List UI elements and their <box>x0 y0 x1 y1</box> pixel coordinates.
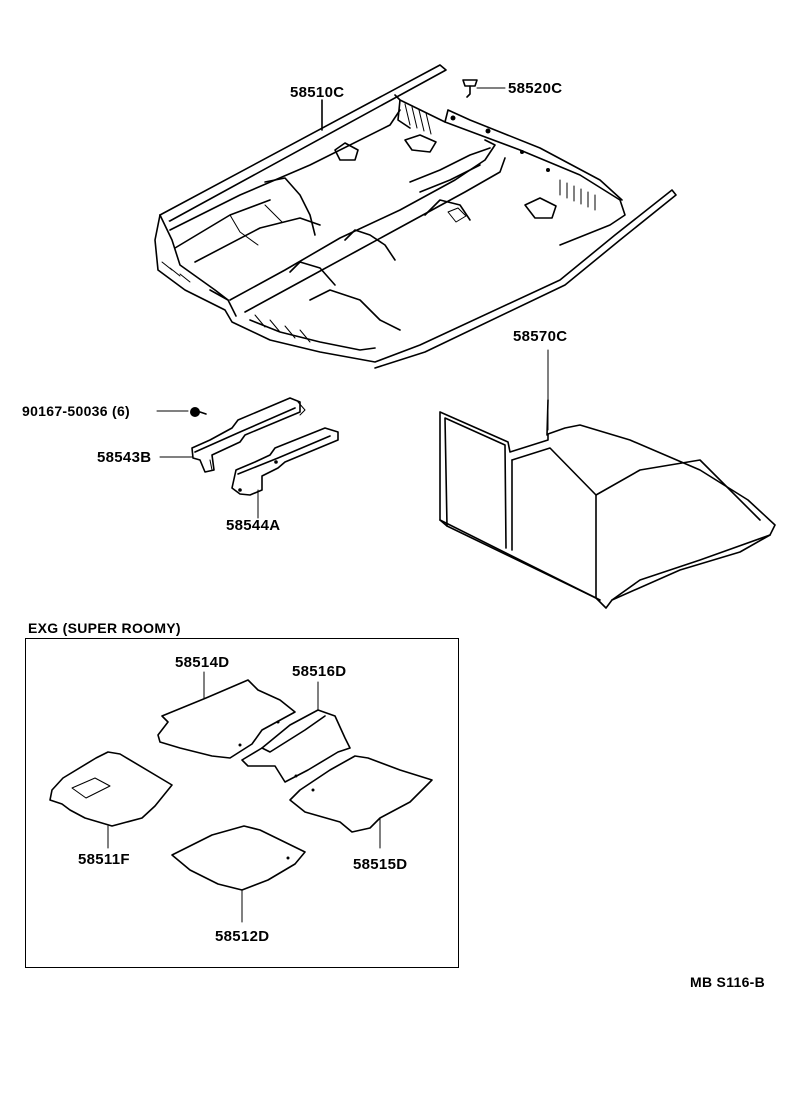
label-58510C[interactable]: 58510C <box>290 84 345 101</box>
label-58514D[interactable]: 58514D <box>175 654 230 671</box>
mat-58512D[interactable] <box>171 825 306 923</box>
floor-carpet-58510C[interactable] <box>154 64 677 369</box>
mat-58516D[interactable] <box>241 681 351 783</box>
luggage-mat-58570C[interactable] <box>439 349 776 609</box>
label-58515D[interactable]: 58515D <box>353 856 408 873</box>
mat-58514D[interactable] <box>157 671 296 759</box>
label-58512D[interactable]: 58512D <box>215 928 270 945</box>
label-58570C[interactable]: 58570C <box>513 328 568 345</box>
label-58544A[interactable]: 58544A <box>226 517 281 534</box>
label-90167-50036[interactable]: 90167-50036 (6) <box>22 403 131 419</box>
mat-58515D[interactable] <box>289 755 433 849</box>
section-title: EXG (SUPER ROOMY) <box>28 620 181 636</box>
exg-super-roomy-box <box>25 638 459 968</box>
clip-58520C[interactable] <box>462 79 506 98</box>
mat-58511F[interactable] <box>49 751 173 849</box>
label-58516D[interactable]: 58516D <box>292 663 347 680</box>
label-58520C[interactable]: 58520C <box>508 80 563 97</box>
label-58511F[interactable]: 58511F <box>78 851 130 868</box>
bracket-58544A[interactable] <box>231 427 339 519</box>
label-58543B[interactable]: 58543B <box>97 449 152 466</box>
bracket-58543B[interactable] <box>159 397 306 473</box>
bolt-90167-50036[interactable] <box>156 407 207 417</box>
diagram-reference: MB S116-B <box>690 974 766 990</box>
